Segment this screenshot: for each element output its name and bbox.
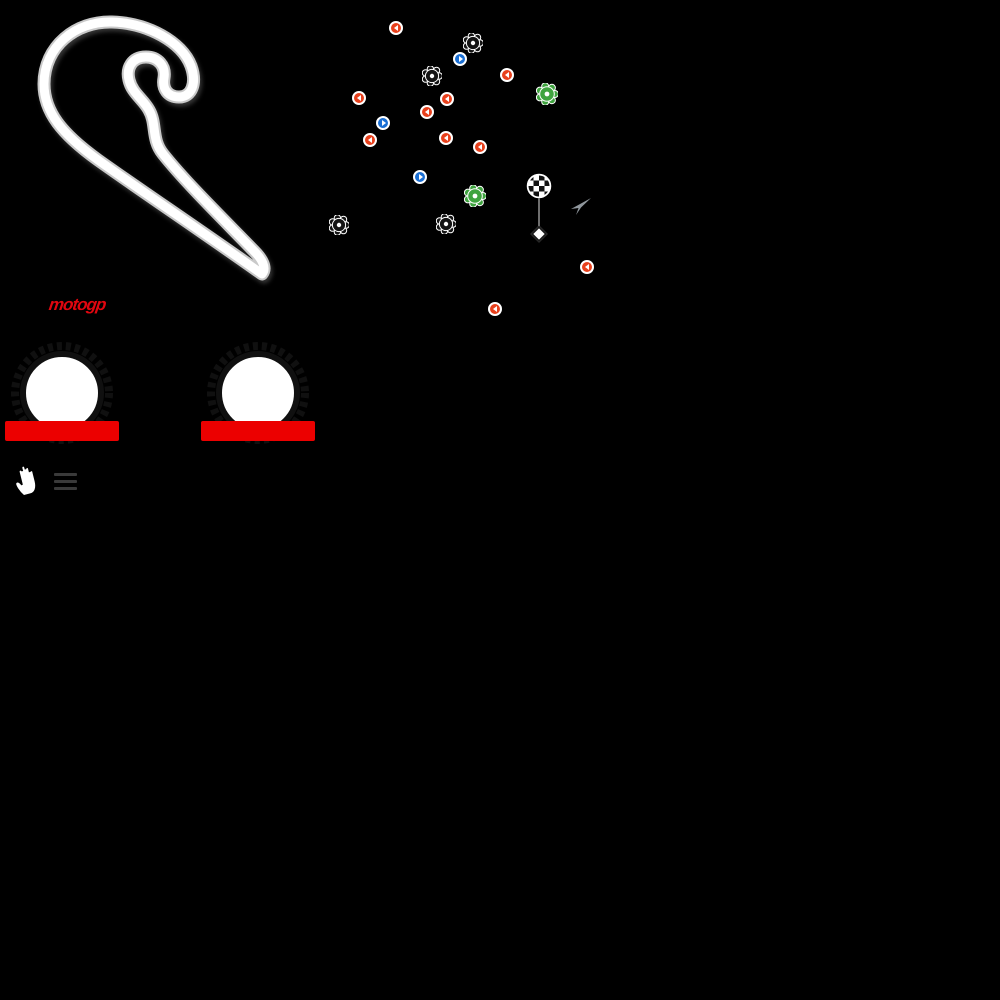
rider-marker-black[interactable] bbox=[422, 66, 442, 86]
circuit-road bbox=[39, 17, 269, 279]
gear-icon bbox=[436, 214, 456, 234]
blue-right-arrow-marker[interactable] bbox=[376, 116, 390, 130]
left-triangle-icon bbox=[504, 72, 509, 78]
red-left-arrow-marker[interactable] bbox=[352, 91, 366, 105]
hamburger-icon-line bbox=[54, 480, 77, 483]
gear-icon bbox=[329, 215, 349, 235]
left-triangle-icon bbox=[492, 306, 497, 312]
menu-button[interactable] bbox=[54, 469, 77, 494]
left-triangle-icon bbox=[584, 264, 589, 270]
left-triangle-icon bbox=[367, 137, 372, 143]
left-triangle-icon bbox=[393, 25, 398, 31]
hamburger-icon-line bbox=[54, 487, 77, 490]
rider-marker-green[interactable] bbox=[464, 185, 486, 207]
left-triangle-icon bbox=[444, 96, 449, 102]
red-left-arrow-marker[interactable] bbox=[439, 131, 453, 145]
gear-icon bbox=[422, 66, 442, 86]
red-left-arrow-marker[interactable] bbox=[473, 140, 487, 154]
rider-marker-green[interactable] bbox=[536, 83, 558, 105]
blue-right-arrow-marker[interactable] bbox=[413, 170, 427, 184]
tire-temp-bar bbox=[5, 421, 119, 441]
left-triangle-icon bbox=[356, 95, 361, 101]
red-left-arrow-marker[interactable] bbox=[389, 21, 403, 35]
gear-icon bbox=[463, 33, 483, 53]
circuit-map[interactable] bbox=[0, 0, 300, 330]
direction-arrow-icon bbox=[570, 197, 592, 217]
hamburger-icon-line bbox=[54, 473, 77, 476]
red-left-arrow-marker[interactable] bbox=[488, 302, 502, 316]
right-triangle-icon bbox=[381, 120, 386, 126]
gear-icon bbox=[536, 83, 558, 105]
hand-pan-icon[interactable] bbox=[11, 460, 41, 498]
motogp-logo: motogp bbox=[47, 295, 107, 314]
flag-pole-line bbox=[538, 198, 540, 229]
red-left-arrow-marker[interactable] bbox=[420, 105, 434, 119]
blue-right-arrow-marker[interactable] bbox=[453, 52, 467, 66]
red-left-arrow-marker[interactable] bbox=[363, 133, 377, 147]
rider-marker-black[interactable] bbox=[436, 214, 456, 234]
red-left-arrow-marker[interactable] bbox=[500, 68, 514, 82]
rider-marker-black[interactable] bbox=[463, 33, 483, 53]
gear-icon bbox=[464, 185, 486, 207]
left-triangle-icon bbox=[424, 109, 429, 115]
pin-diamond-marker[interactable] bbox=[530, 225, 548, 243]
left-triangle-icon bbox=[443, 135, 448, 141]
rider-marker-black[interactable] bbox=[329, 215, 349, 235]
red-left-arrow-marker[interactable] bbox=[580, 260, 594, 274]
finish-flag-marker[interactable] bbox=[526, 173, 553, 200]
tire-temp-bar bbox=[201, 421, 315, 441]
right-triangle-icon bbox=[458, 56, 463, 62]
checkered-flag-icon bbox=[526, 173, 552, 199]
red-left-arrow-marker[interactable] bbox=[440, 92, 454, 106]
right-triangle-icon bbox=[418, 174, 423, 180]
left-triangle-icon bbox=[477, 144, 482, 150]
